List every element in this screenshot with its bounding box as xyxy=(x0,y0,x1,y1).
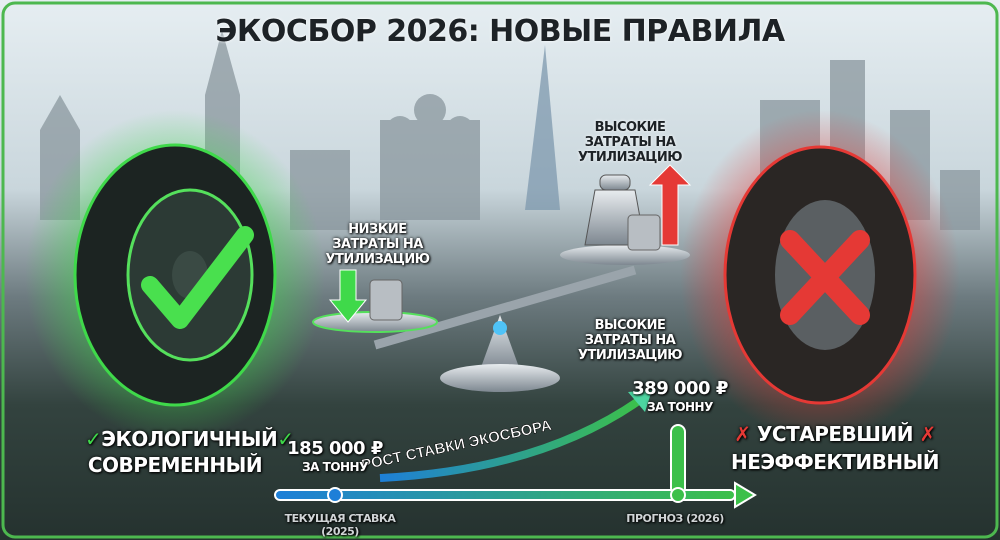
forecast-bar xyxy=(670,424,686,496)
high-cost-top-label: ВЫСОКИЕ ЗАТРАТЫ НА УТИЛИЗАЦИЮ xyxy=(578,120,682,165)
forecast-unit: ЗА ТОННУ xyxy=(647,400,713,414)
current-marker xyxy=(327,487,343,503)
right-pan xyxy=(560,245,690,265)
check-icon xyxy=(141,226,254,329)
current-value: 185 000 ₽ xyxy=(287,438,383,459)
eco-label-2: СОВРЕМЕННЫЙ xyxy=(87,453,263,477)
eco-tire xyxy=(25,110,325,440)
eco-label-1: ✓ЭКОЛОГИЧНЫЙ✓ xyxy=(85,427,294,451)
balance-scale xyxy=(312,174,690,392)
check-icon: ✓ xyxy=(277,427,294,451)
growth-arrow xyxy=(379,396,643,482)
forecast-label: ПРОГНОЗ (2026) xyxy=(626,512,724,525)
coin-stack-left xyxy=(369,279,403,321)
forecast-marker xyxy=(670,487,686,503)
old-label-1: ✗ УСТАРЕВШИЙ ✗ xyxy=(720,422,950,446)
timeline-axis xyxy=(274,424,757,509)
eco-text: ЭКОЛОГИЧНЫЙ xyxy=(101,427,278,451)
old-text: УСТАРЕВШИЙ xyxy=(757,422,913,446)
page-title: ЭКОСБОР 2026: НОВЫЕ ПРАВИЛА xyxy=(215,14,785,49)
arrow-up-icon xyxy=(648,164,692,246)
old-label-2: НЕЭФФЕКТИВНЫЙ xyxy=(730,450,940,474)
coin-stack-right xyxy=(627,214,661,251)
current-unit: ЗА ТОННУ xyxy=(302,460,368,474)
high-cost-bottom-label: ВЫСОКИЕ ЗАТРАТЫ НА УТИЛИЗАЦИЮ xyxy=(578,318,682,363)
forecast-value: 389 000 ₽ xyxy=(632,378,728,399)
cross-icon: ✗ xyxy=(912,422,936,446)
low-cost-label: НИЗКИЕ ЗАТРАТЫ НА УТИЛИЗАЦИЮ xyxy=(325,222,430,267)
arrow-down-icon xyxy=(328,269,368,323)
check-icon: ✓ xyxy=(85,427,102,451)
cross-icon xyxy=(780,230,870,325)
cross-icon: ✗ xyxy=(734,422,758,446)
current-rate-label: ТЕКУЩАЯ СТАВКА (2025) xyxy=(284,512,396,538)
growth-label: РОСТ СТАВКИ ЭКОСБОРА xyxy=(360,417,553,474)
